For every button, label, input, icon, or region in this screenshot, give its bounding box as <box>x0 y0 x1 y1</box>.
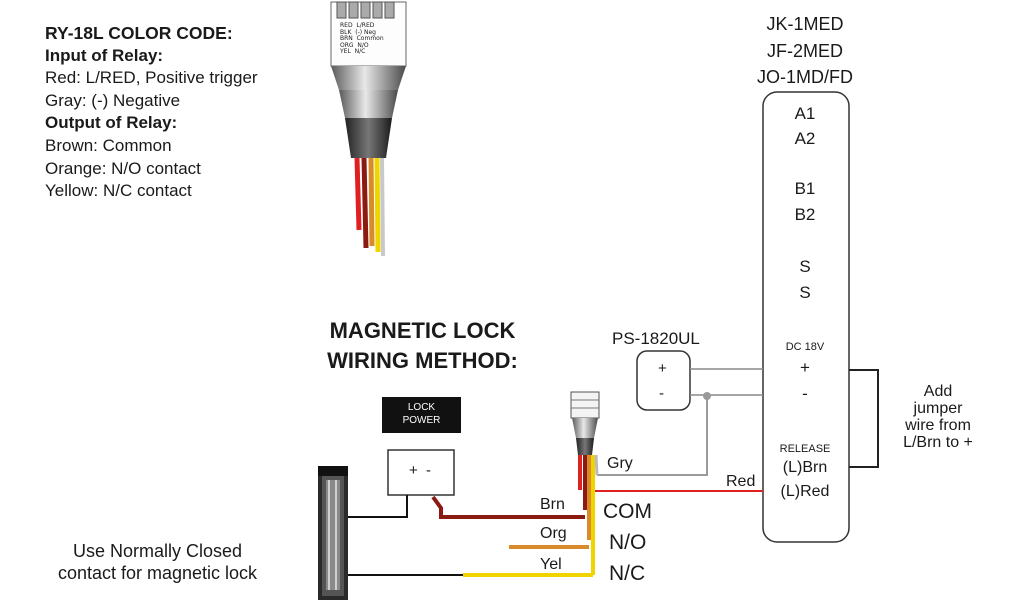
wiring-heading-line1: MAGNETIC LOCK <box>329 318 516 343</box>
brown-wire <box>431 495 585 519</box>
pin-b1: B1 <box>794 179 816 198</box>
jumper-wire <box>849 369 879 468</box>
relay-label-row: YEL N/C <box>340 48 366 56</box>
relay-label-row: BLK (-) Neg <box>340 28 376 36</box>
jumper-note-line2: jumper <box>913 400 963 417</box>
relay-label-row: RED L/RED <box>340 22 375 29</box>
jumper-note: Add jumper wire from L/Brn to + <box>890 383 986 451</box>
output-brown: Brown: Common <box>45 135 172 155</box>
pin-a2: A2 <box>794 129 816 148</box>
contact-nc: N/C <box>609 562 646 585</box>
model-jo: JO-1MD/FD <box>757 67 853 87</box>
label-yel: Yel <box>540 556 562 573</box>
magnetic-lock-image <box>318 466 348 600</box>
pin-s1: S <box>799 257 811 276</box>
power-supply-minus: - <box>659 385 664 402</box>
power-supply-name: PS-1820UL <box>612 329 700 348</box>
wiring-heading-line2: WIRING METHOD: <box>327 348 518 373</box>
jumper-note-line3: wire from <box>905 417 971 434</box>
relay-large-image <box>330 1 407 257</box>
gray-wire <box>597 396 708 476</box>
lock-power-neg-wire <box>346 495 408 518</box>
relay-label-table: RED L/RED BLK (-) Neg BRN Common ORG N/O… <box>340 22 384 56</box>
input-heading: Input of Relay: <box>45 45 164 65</box>
lock-power-label: LOCK POWER <box>382 401 461 427</box>
lock-power-label-line2: POWER <box>402 415 441 426</box>
pin-s2: S <box>799 283 811 302</box>
input-gray: Gray: (-) Negative <box>45 90 181 110</box>
pin-l-brn: (L)Brn <box>782 459 828 476</box>
relay-label-row: ORG N/O <box>340 41 369 49</box>
lock-note-line2: contact for magnetic lock <box>57 563 258 583</box>
color-code-title: RY-18L COLOR CODE: <box>45 23 233 43</box>
relay-small-image <box>570 391 600 575</box>
label-gry: Gry <box>607 455 633 472</box>
lock-power-label-line1: LOCK <box>407 402 436 413</box>
access-unit <box>762 91 850 543</box>
pin-a1: A1 <box>794 104 816 123</box>
lock-note-line1: Use Normally Closed <box>72 541 243 561</box>
pin-b2: B2 <box>794 205 816 224</box>
power-supply-plus: + <box>658 360 667 377</box>
power-supply-box <box>636 350 691 411</box>
relay-label-row: BRN Common <box>340 35 384 43</box>
lock-power-terminals: + - <box>409 462 433 479</box>
model-jk: JK-1MED <box>766 14 844 34</box>
pin-minus: - <box>802 384 808 403</box>
label-brn: Brn <box>540 496 565 513</box>
pin-dc-18v: DC 18V <box>785 341 825 353</box>
lock-note: Use Normally Closed contact for magnetic… <box>25 540 290 584</box>
input-red: Red: L/RED, Positive trigger <box>45 68 258 88</box>
jumper-note-line4: L/Brn to + <box>903 434 973 451</box>
relay-color-code: RY-18L COLOR CODE: Input of Relay: Red: … <box>45 22 258 203</box>
wiring-heading: MAGNETIC LOCK WIRING METHOD: <box>305 316 540 376</box>
model-jf: JF-2MED <box>767 41 843 61</box>
pin-release: RELEASE <box>779 443 831 455</box>
output-yellow: Yellow: N/C contact <box>45 181 192 201</box>
output-heading: Output of Relay: <box>45 113 178 133</box>
pin-plus: + <box>800 358 810 377</box>
label-red: Red <box>726 473 756 490</box>
label-org: Org <box>540 525 567 542</box>
output-orange: Orange: N/O contact <box>45 158 201 178</box>
pin-l-red: (L)Red <box>780 483 830 500</box>
contact-no: N/O <box>609 531 647 554</box>
contact-com: COM <box>603 500 652 523</box>
jumper-note-line1: Add <box>923 383 953 400</box>
lock-power-box <box>387 449 455 496</box>
lock-power-label-box <box>382 397 461 433</box>
